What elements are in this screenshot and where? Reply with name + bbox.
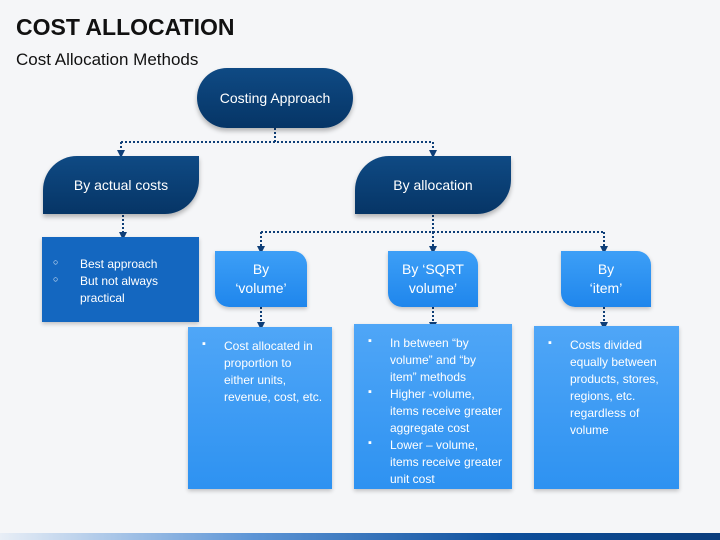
sqrt-volume-method-item: In between “by volume” and “by item” met… (368, 334, 504, 386)
volume-method-card: Cost allocated in proportion to either u… (188, 327, 332, 489)
item-method-item: Costs divided equally between products, … (548, 336, 671, 439)
by-sqrt-volume-node: By ‘SQRT volume’ (388, 251, 478, 307)
page-subtitle: Cost Allocation Methods (16, 50, 199, 69)
by-allocation-node: By allocation (355, 156, 511, 214)
page-title: COST ALLOCATION (16, 14, 235, 40)
costing-approach-node: Costing Approach (197, 68, 353, 128)
actual-costs-item: Best approach (53, 256, 189, 273)
by-item-node: By ‘item’ (561, 251, 651, 307)
item-method-card: Costs divided equally between products, … (534, 326, 679, 489)
footer-accent-bar (0, 533, 720, 540)
sqrt-volume-method-item: Higher -volume, items receive greater ag… (368, 385, 504, 437)
actual-costs-card: Best approach But not always practical (42, 237, 199, 322)
connector-allocation-split (261, 215, 604, 233)
by-volume-node: By ‘volume’ (215, 251, 307, 307)
volume-method-item: Cost allocated in proportion to either u… (202, 337, 324, 406)
sqrt-volume-method-item: Lower – volume, items receive greater un… (368, 436, 504, 488)
sqrt-volume-method-card: In between “by volume” and “by item” met… (354, 324, 512, 489)
actual-costs-item: But not always practical (53, 273, 189, 307)
by-actual-costs-node: By actual costs (43, 156, 199, 214)
connector-root-split (121, 128, 433, 143)
